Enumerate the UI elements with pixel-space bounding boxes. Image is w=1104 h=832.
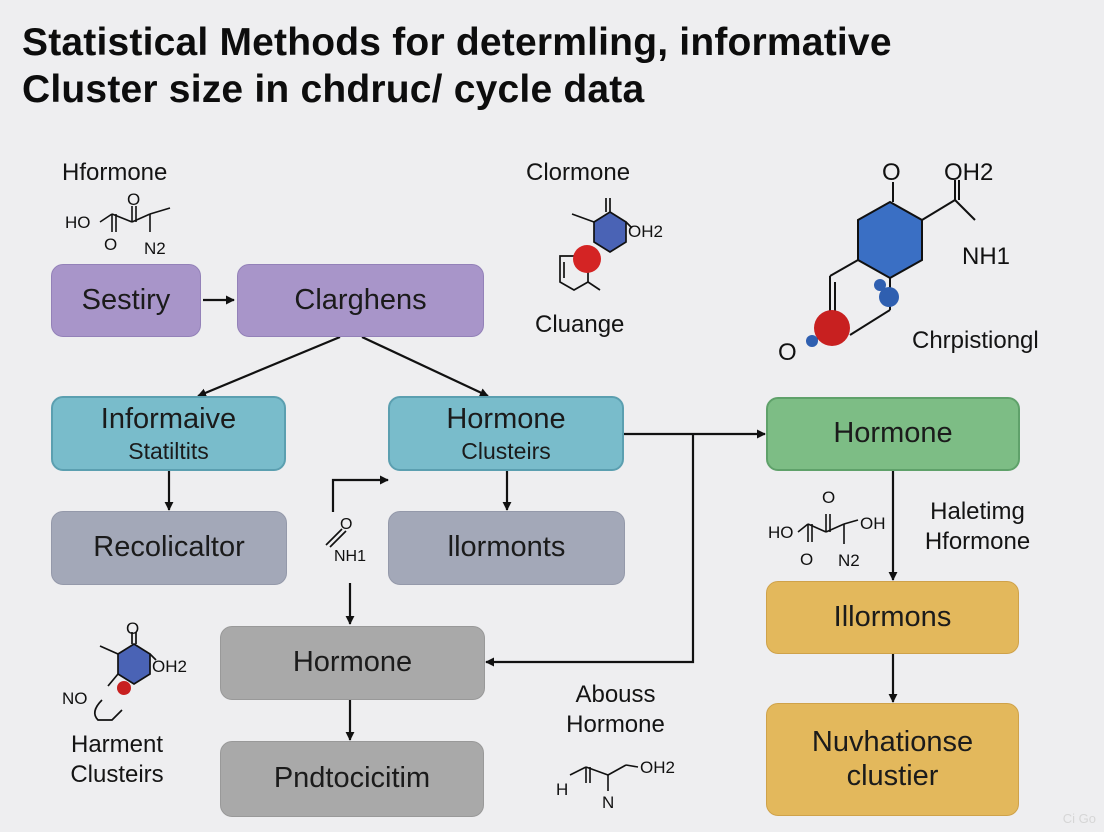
m5-o2: O (800, 550, 813, 569)
watermark: Ci Go (1062, 811, 1096, 826)
molecule-structure-6: O OH2 NO (62, 619, 187, 721)
informaive-box: Informaive Statiltits (51, 396, 286, 471)
harment-label: Harment Clusteirs (52, 730, 182, 790)
informaive-label: Informaive (100, 402, 237, 435)
m1-n2: N2 (144, 239, 166, 258)
sestiry-box: Sestiry (51, 264, 201, 337)
hormone-green-label: Hormone (833, 417, 953, 450)
arrow-clarghens-informaive (197, 335, 341, 398)
m4-o: O (340, 516, 352, 533)
m7-h: H (556, 780, 568, 799)
harment-line-1: Harment (70, 731, 164, 758)
illormons-box: Illormons (766, 581, 1019, 654)
clustier-label: clustier (846, 759, 939, 792)
clarghens-label: Clarghens (294, 283, 427, 316)
molecule-structure-7: OH2 H N (556, 758, 675, 812)
abouss-label: Abouss Hormone (548, 680, 683, 740)
arrow-loop-hormone-grey (485, 434, 695, 667)
m3-o-top: O (882, 159, 901, 186)
abouss-line-2: Hormone (566, 711, 665, 738)
abouss-line-1: Abouss (575, 681, 656, 708)
hformone-top-label: Hformone (62, 159, 168, 186)
m3-nh1: NH1 (962, 243, 1010, 270)
recolicaltor-label: Recolicaltor (93, 531, 245, 564)
m7-n: N (602, 793, 614, 812)
m5-n2: N2 (838, 551, 860, 570)
title-line-1: Statistical Methods for determling, info… (22, 21, 892, 64)
m6-no: NO (62, 689, 88, 708)
hormone-grey-label: Hormone (292, 646, 413, 679)
m1-o2: O (104, 235, 117, 254)
sestiry-label: Sestiry (81, 283, 171, 316)
clormone-label: Clormone (526, 159, 631, 186)
recolicaltor-box: Recolicaltor (51, 511, 287, 585)
m5-o1: O (822, 488, 835, 507)
nuvhationse-label: Nuvhationse (811, 726, 974, 759)
molecule-structure-2: OH2 (559, 198, 663, 291)
hormonts-label: llormonts (447, 531, 566, 564)
pndtocicitim-label: Pndtocicitim (273, 762, 431, 795)
hormone-grey-box: Hormone (220, 626, 485, 700)
pndtocicitim-box: Pndtocicitim (220, 741, 484, 817)
m4-nh1: NH1 (334, 548, 366, 565)
molecule-structure-5: HO O O OH N2 (768, 488, 886, 570)
nuvhationse-box: Nuvhationse clustier (766, 703, 1019, 816)
molecule-structure-3: O OH2 NH1 O (778, 159, 1010, 366)
molecule-structure-4: O NH1 (308, 516, 366, 565)
arrow-side-hormone (331, 475, 389, 512)
arrow-clarghens-hormone (361, 336, 489, 397)
title-line-2: Cluster size in chdruc/ cycle data (22, 67, 645, 111)
illormons-label: Illormons (833, 600, 952, 633)
statiltits-label: Statiltits (128, 437, 209, 464)
m2-oh2: OH2 (628, 222, 663, 241)
m5-oh: OH (860, 514, 886, 533)
clarghens-box: Clarghens (237, 264, 484, 337)
hormone-clusters-label: Hormone (446, 402, 566, 435)
m1-o1: O (127, 190, 140, 209)
m3-o-left: O (778, 339, 797, 366)
molecule-structure-1: HO O O N2 (65, 190, 171, 258)
chrpistiongl-label: Chrpistiongl (912, 327, 1039, 354)
hormone-green-box: Hormone (766, 397, 1020, 471)
page-title: Statistical Methods for determling, info… (22, 20, 1082, 114)
cluange-label: Cluange (535, 311, 625, 338)
clusteirs-label: Clusteirs (461, 437, 551, 464)
m5-ho: HO (768, 523, 794, 542)
m6-o: O (126, 619, 139, 638)
m6-oh2: OH2 (152, 657, 187, 676)
m3-oh2: OH2 (944, 159, 993, 186)
harment-line-2: Clusteirs (70, 761, 164, 788)
haletimg-label: Haletimg Hformone (910, 497, 1045, 557)
hormone-clusters-box: Hormone Clusteirs (388, 396, 624, 471)
hormonts-box: llormonts (388, 511, 625, 585)
haletimg-line-2: Hformone (924, 528, 1031, 555)
m1-ho: HO (65, 213, 91, 232)
m7-oh2: OH2 (640, 758, 675, 777)
haletimg-line-1: Haletimg (930, 498, 1025, 525)
